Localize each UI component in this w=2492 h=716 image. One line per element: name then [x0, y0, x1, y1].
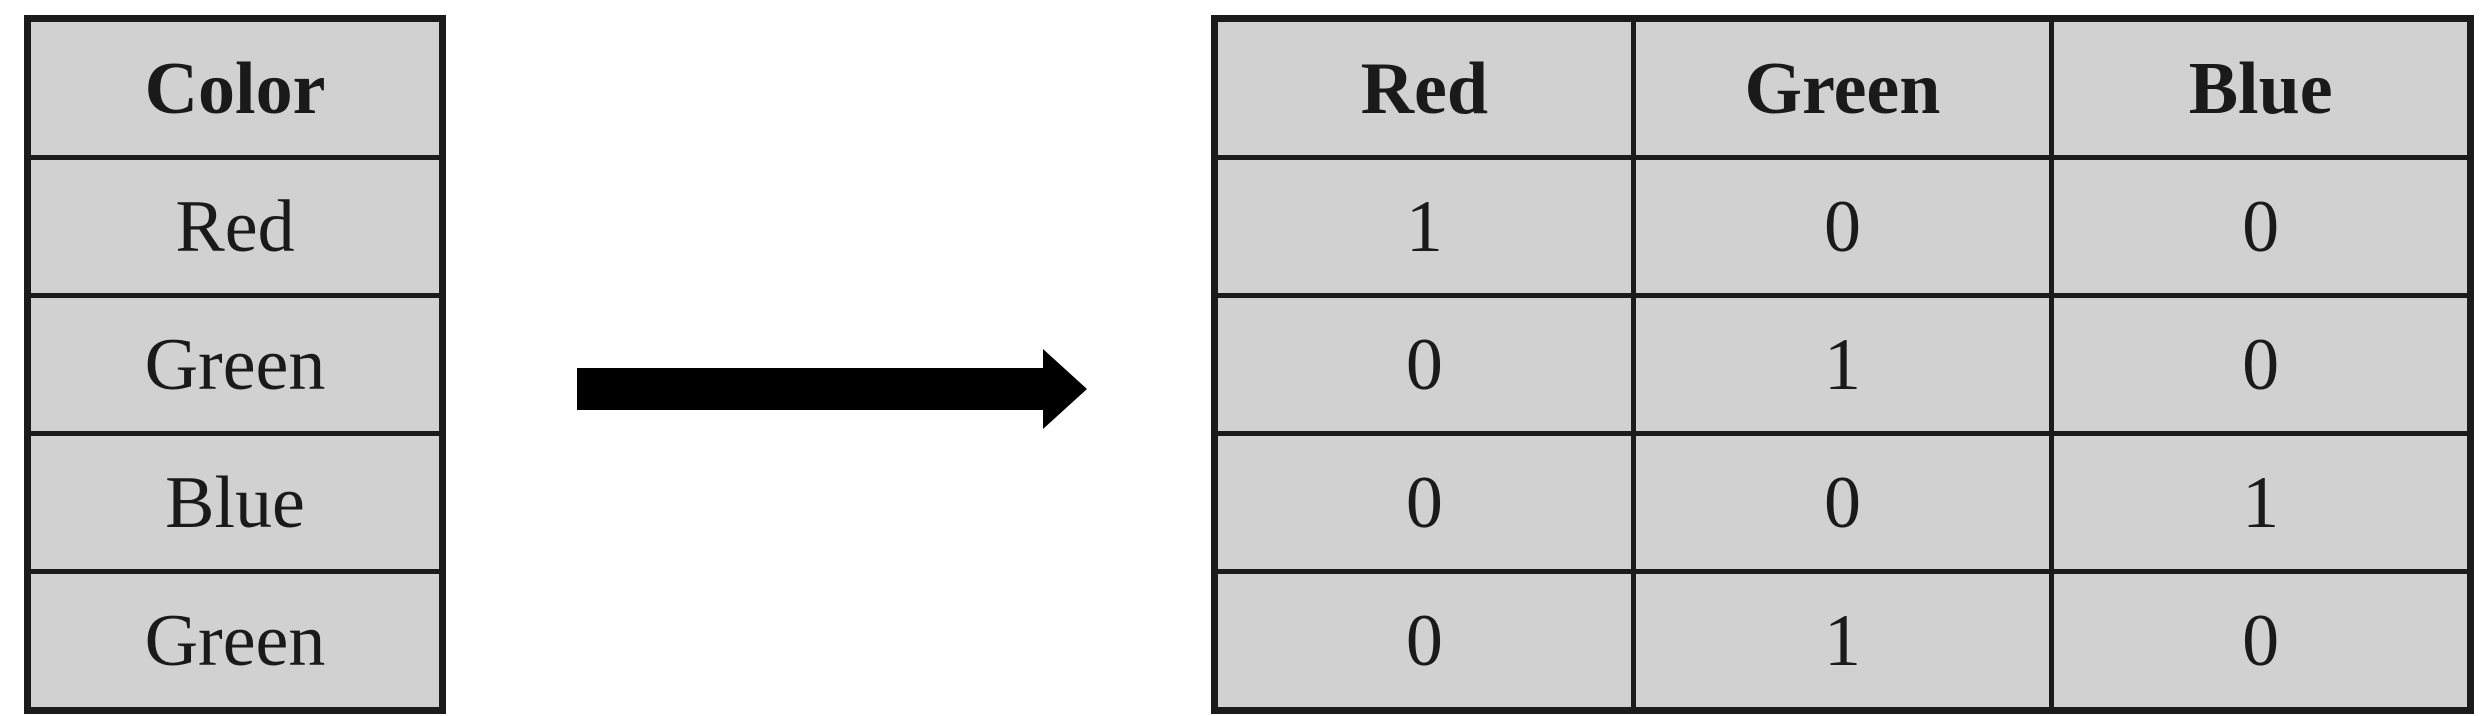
table-row: Green: [25, 569, 445, 713]
encoded-cell: 1: [2049, 431, 2473, 574]
source-cell: Green: [25, 569, 445, 713]
encoded-cell: 1: [1630, 569, 2055, 713]
encoded-cell: 0: [1212, 569, 1636, 713]
source-cell: Red: [25, 155, 445, 298]
table-row: 1 0 0: [1212, 155, 2473, 298]
encoded-cell: 0: [1212, 293, 1636, 436]
encoded-cell: 1: [1212, 155, 1636, 298]
encoded-header-cell: Green: [1630, 16, 2055, 160]
color-column-table: Color Red Green Blue Green: [24, 15, 446, 714]
table-row: Red: [25, 155, 445, 298]
source-cell: Green: [25, 293, 445, 436]
encoded-cell: 0: [2049, 569, 2473, 713]
encoded-cell: 0: [1212, 431, 1636, 574]
encoded-cell: 0: [1630, 155, 2055, 298]
table-header-row: Red Green Blue: [1212, 16, 2473, 160]
encoded-cell: 0: [2049, 293, 2473, 436]
encoded-header-cell: Red: [1212, 16, 1636, 160]
one-hot-table: Red Green Blue 1 0 0 0 1 0 0 0 1 0 1: [1211, 15, 2474, 714]
source-cell: Blue: [25, 431, 445, 574]
table-row: 0 0 1: [1212, 431, 2473, 574]
table-row: 0 1 0: [1212, 293, 2473, 436]
encoded-header-cell: Blue: [2049, 16, 2473, 160]
encoded-cell: 0: [2049, 155, 2473, 298]
right-arrow-icon: [577, 349, 1087, 429]
encoded-cell: 0: [1630, 431, 2055, 574]
table-row: 0 1 0: [1212, 569, 2473, 713]
source-header-cell: Color: [25, 16, 445, 160]
encoded-cell: 1: [1630, 293, 2055, 436]
table-row: Green: [25, 293, 445, 436]
table-row: Blue: [25, 431, 445, 574]
table-header-row: Color: [25, 16, 445, 160]
